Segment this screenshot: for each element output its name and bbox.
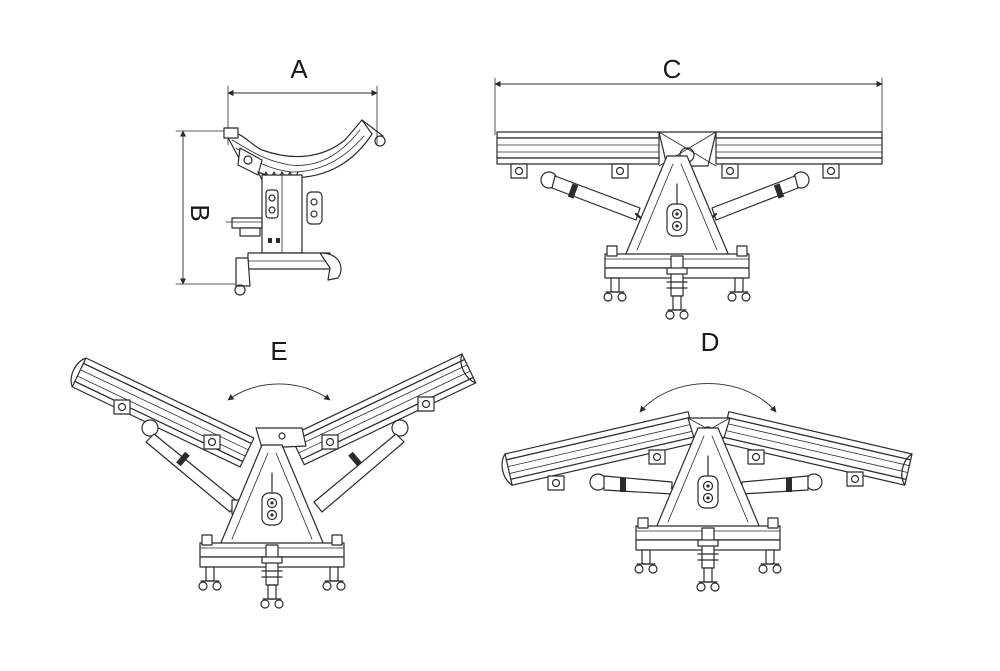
inverted-v-blade-view [501,383,913,591]
label-b: B [185,204,215,221]
straight-view [494,77,883,319]
v-blade-view [70,353,477,608]
label-c: C [663,54,682,84]
label-a: A [290,54,308,84]
label-d: D [701,327,720,357]
label-e: E [270,336,287,366]
side-view [175,85,386,296]
